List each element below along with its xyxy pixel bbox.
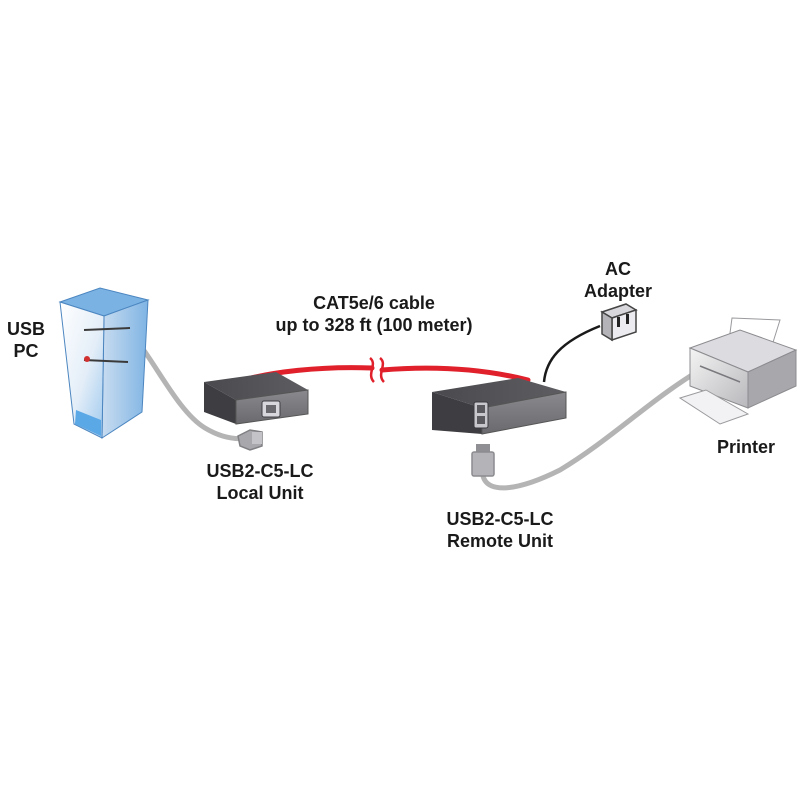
pc-tower-icon: [58, 287, 150, 439]
ac-adapter-label-line1: AC: [605, 259, 631, 279]
usb-pc-label-line1: USB: [6, 319, 45, 339]
usb-plug-remote-icon: [471, 444, 495, 477]
usb-port-local-icon: [261, 400, 281, 418]
local-unit-icon: [204, 372, 309, 425]
power-cable: [542, 324, 601, 383]
remote-unit-icon: [432, 378, 567, 435]
usb-pc-label-line2: PC: [13, 341, 39, 361]
ac-adapter-label-line2: Adapter: [583, 281, 652, 301]
cable-break-icon: [369, 357, 386, 383]
remote-unit-label-line2: Remote Unit: [446, 531, 553, 551]
cable-label: CAT5e/6 cable up to 328 ft (100 meter): [238, 292, 510, 336]
ac-adapter-label: AC Adapter: [568, 258, 668, 302]
local-unit-label: USB2-C5-LC Local Unit: [190, 460, 330, 504]
printer-icon: [678, 317, 798, 425]
usb-port-remote-icon: [473, 401, 489, 429]
remote-unit-label: USB2-C5-LC Remote Unit: [428, 508, 572, 552]
cable-label-line1: CAT5e/6 cable: [313, 293, 435, 313]
printer-label: Printer: [716, 437, 776, 457]
remote-unit-label-line1: USB2-C5-LC: [446, 509, 554, 529]
local-unit-label-line2: Local Unit: [216, 483, 304, 503]
usb-pc-label: USB PC: [2, 318, 50, 362]
cable-label-line2: up to 328 ft (100 meter): [275, 315, 473, 335]
usb-plug-local-icon: [237, 429, 263, 451]
ac-adapter-icon: [600, 303, 638, 342]
local-unit-label-line1: USB2-C5-LC: [206, 461, 314, 481]
cat5-cable-right: [379, 365, 531, 383]
usb-cable-printer: [480, 367, 703, 491]
